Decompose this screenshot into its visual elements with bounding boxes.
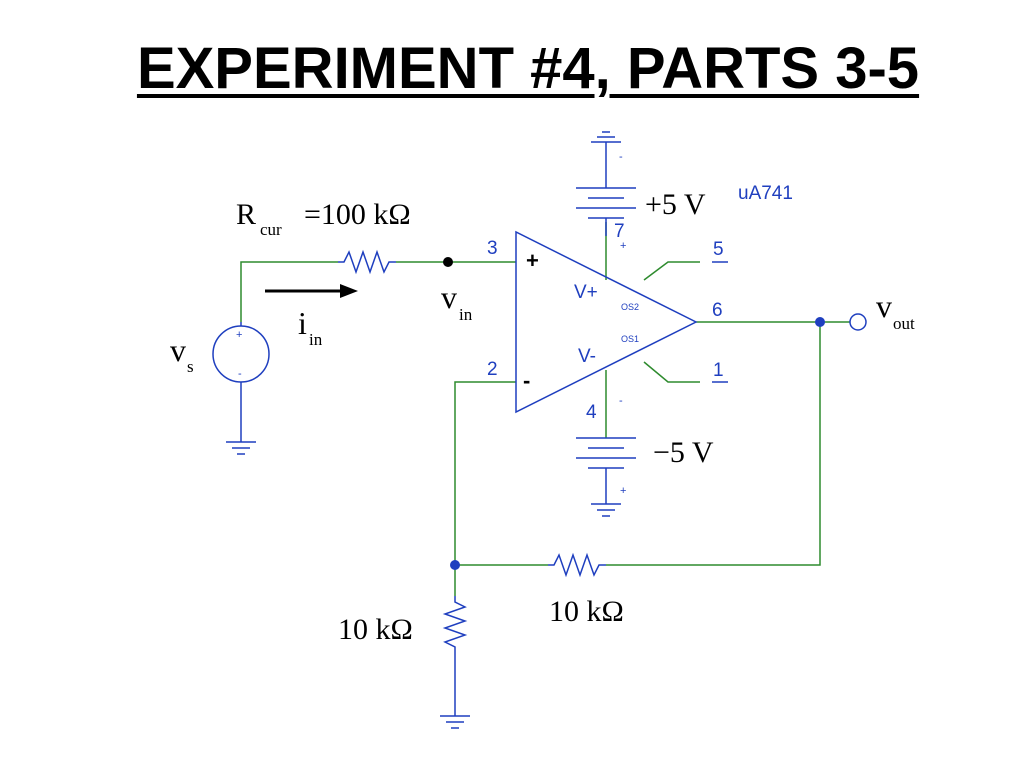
- rg-ground-icon: [440, 715, 470, 729]
- iin-label: i in: [298, 305, 323, 349]
- pin6-label: 6: [712, 300, 723, 321]
- pin7-label: 7: [614, 221, 625, 242]
- output-node-dot: [815, 317, 825, 327]
- vin-label-main: v: [441, 279, 457, 315]
- vout-label: v out: [876, 288, 915, 333]
- vout-label-sub: out: [893, 314, 915, 333]
- wires: [240, 222, 850, 596]
- vs-label-main: v: [170, 332, 186, 368]
- wire-rf-to-output: [606, 322, 821, 566]
- wire-os2: [643, 261, 700, 281]
- vpos-battery-icon: [576, 142, 636, 222]
- vs-plus-mark: +: [236, 329, 242, 341]
- components: [212, 131, 867, 729]
- pin3-label: 3: [487, 238, 498, 259]
- rf-value-label: 10 kΩ: [549, 595, 624, 628]
- pin5-label: 5: [713, 239, 724, 260]
- vs-minus-mark: -: [238, 368, 242, 380]
- iin-label-main: i: [298, 305, 307, 341]
- vneg-plus-mark: +: [620, 485, 626, 497]
- vs-ground-icon: [226, 441, 256, 455]
- rg-value-label: 10 kΩ: [338, 613, 413, 646]
- vpos-ground-icon: [591, 131, 621, 143]
- opamp-vpos-label: V+: [574, 282, 598, 303]
- wire-pin2-to-node: [454, 381, 516, 565]
- vpos-plus-mark: +: [620, 240, 626, 252]
- rcur-label-value: =100 kΩ: [304, 198, 411, 231]
- opamp-vneg-label: V-: [578, 346, 596, 367]
- opamp-minus-sign: -: [523, 368, 530, 393]
- opamp-plus-sign: +: [526, 248, 539, 273]
- pin4-label: 4: [586, 402, 597, 423]
- vout-label-main: v: [876, 288, 892, 324]
- opamp-model-label: uA741: [738, 183, 793, 204]
- vneg-minus-mark: -: [619, 395, 623, 407]
- rg-resistor: [442, 596, 468, 655]
- vneg-battery-icon: [576, 437, 636, 504]
- vs-label-sub: s: [187, 357, 194, 376]
- pin2-label: 2: [487, 359, 498, 380]
- vin-label: v in: [441, 279, 473, 324]
- rcur-label: R cur =100 kΩ: [236, 198, 411, 239]
- vin-label-sub: in: [459, 305, 473, 324]
- opamp-os2-label: OS2: [621, 302, 639, 312]
- vpos-supply-label: +5 V: [645, 188, 706, 221]
- vin-node-dot: [443, 257, 453, 267]
- rf-resistor: [548, 552, 606, 578]
- vneg-supply-label: −5 V: [653, 436, 714, 469]
- feedback-node-dot: [450, 560, 460, 570]
- rcur-label-main: R: [236, 198, 256, 231]
- iin-label-sub: in: [309, 330, 323, 349]
- opamp-triangle: [515, 230, 698, 414]
- vout-terminal: [849, 313, 867, 331]
- vpos-minus-mark: -: [619, 151, 623, 163]
- rcur-resistor: [338, 249, 396, 275]
- current-arrow-icon: [265, 284, 358, 298]
- wire-source-to-rcur: [240, 261, 338, 322]
- opamp-os1-label: OS1: [621, 334, 639, 344]
- vneg-ground-icon: [591, 503, 621, 517]
- page-title: EXPERIMENT #4, PARTS 3-5: [136, 36, 920, 101]
- pin1-label: 1: [713, 360, 724, 381]
- rcur-label-sub: cur: [260, 220, 282, 239]
- wire-os1: [643, 361, 700, 383]
- vs-label: v s: [170, 332, 194, 376]
